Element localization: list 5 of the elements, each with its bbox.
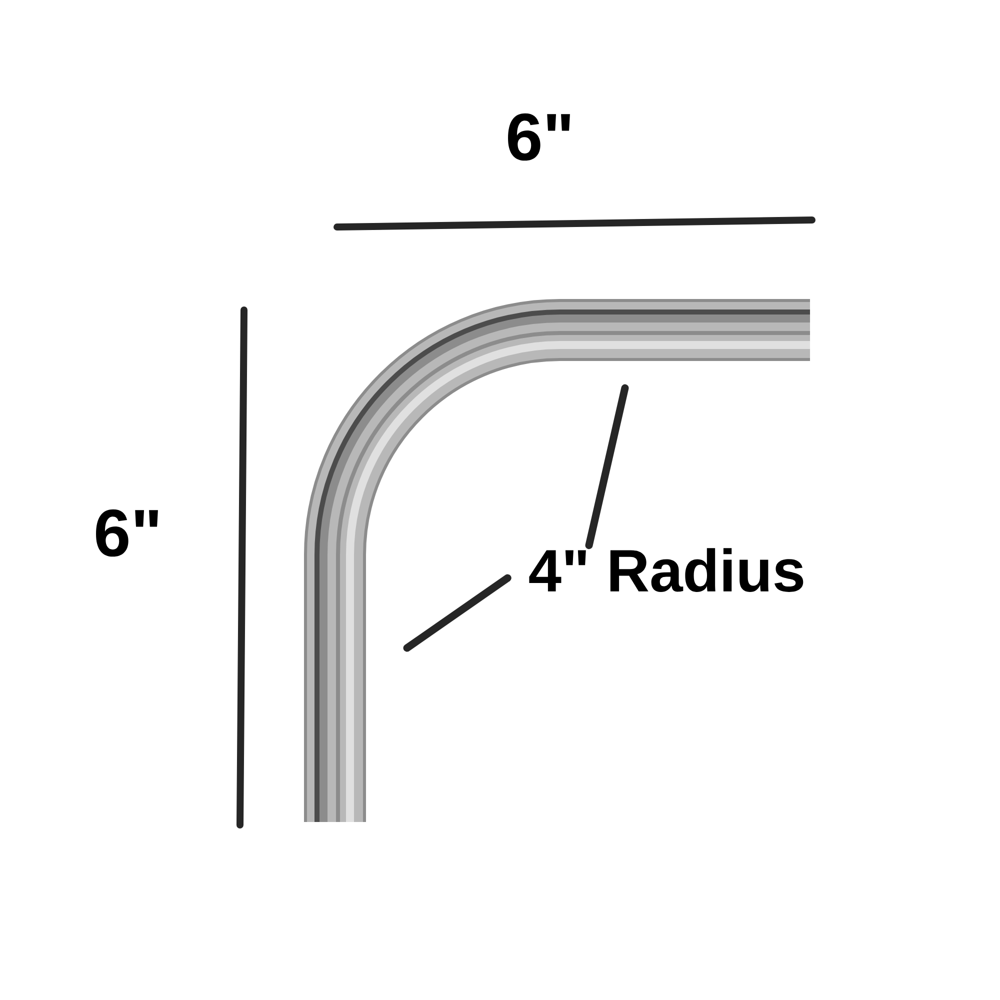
dimension-label: 6" bbox=[96, 509, 158, 557]
leader-line bbox=[585, 384, 629, 550]
dimension-label: 6" bbox=[508, 113, 570, 161]
leader-line bbox=[403, 574, 512, 652]
curved-track-drawing bbox=[304, 299, 810, 822]
